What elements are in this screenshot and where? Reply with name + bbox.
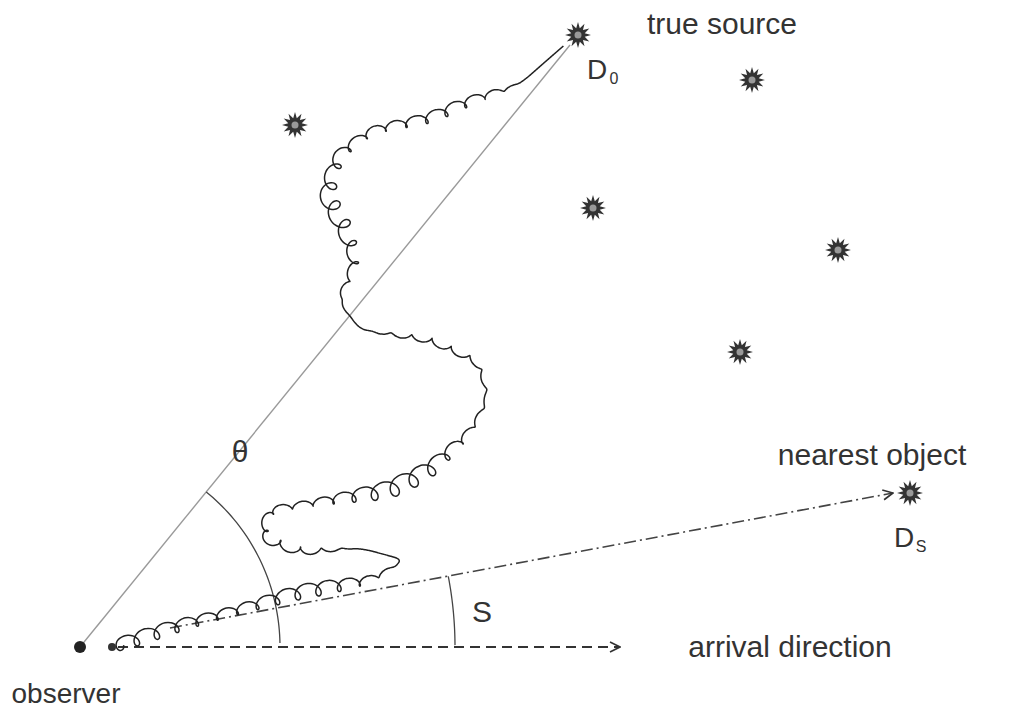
distance-subscript: 0 <box>610 71 619 87</box>
distance-symbol: D <box>894 524 914 552</box>
star-symbol <box>282 112 308 138</box>
source-label: true source <box>647 9 797 39</box>
star-symbol <box>580 195 606 221</box>
star-symbol <box>739 67 765 93</box>
observer-dot <box>108 643 116 651</box>
direction-label: arrival direction <box>688 632 891 662</box>
star-symbol <box>727 339 753 365</box>
star-core <box>749 77 756 84</box>
star-symbol <box>580 195 606 221</box>
line-of-sight <box>80 45 570 647</box>
angle-symbol: S <box>472 597 492 627</box>
star-symbol <box>897 480 923 506</box>
object-label: nearest object <box>778 440 966 470</box>
star-symbol <box>825 237 851 263</box>
distance-subscript: S <box>916 539 927 555</box>
star-core <box>907 490 914 497</box>
star-symbol <box>825 237 851 263</box>
observer-label: observer <box>12 680 121 708</box>
angle-symbol: θ <box>232 437 249 467</box>
arrival-arrow <box>118 646 620 648</box>
star-symbol <box>282 112 308 138</box>
s-arc <box>448 576 455 645</box>
star-core <box>590 205 597 212</box>
nearest-object-direction <box>170 493 893 628</box>
star-symbol <box>897 480 923 506</box>
star-symbol <box>739 67 765 93</box>
star-symbol <box>565 22 591 48</box>
particle-trajectory <box>116 46 563 650</box>
distance-symbol: D <box>587 56 607 84</box>
star-symbol <box>565 22 591 48</box>
observer-dot <box>74 641 86 653</box>
star-core <box>292 122 299 129</box>
star-core <box>835 247 842 254</box>
star-symbol <box>727 339 753 365</box>
star-core <box>575 32 582 39</box>
star-core <box>737 349 744 356</box>
